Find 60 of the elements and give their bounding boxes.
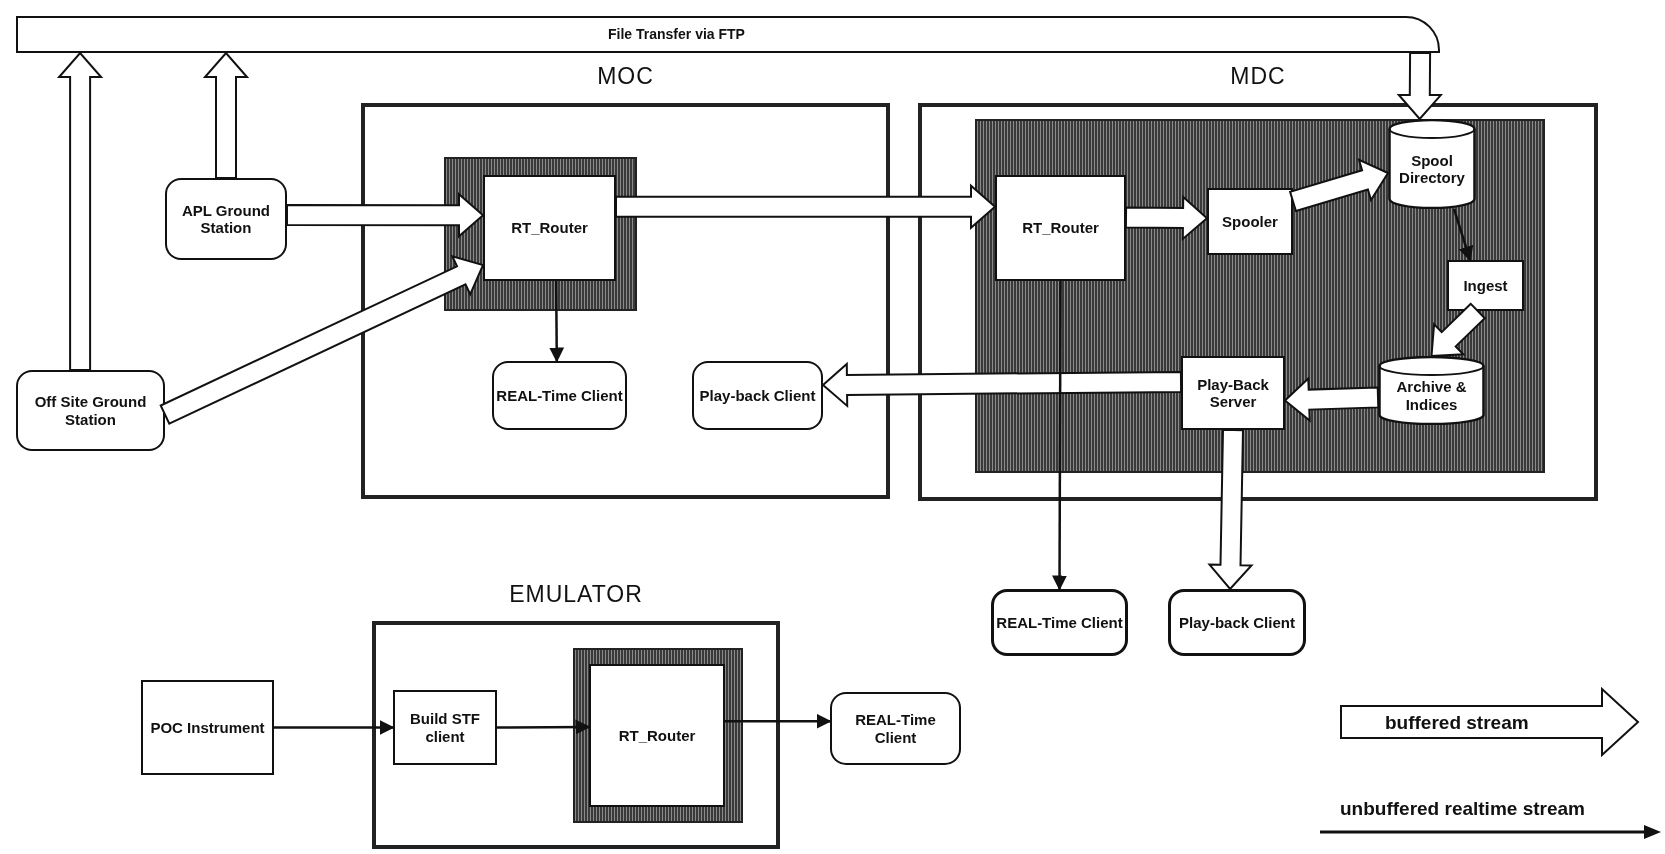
- buffered-stream-arrow: [159, 254, 485, 425]
- node-label: Play-back Client: [699, 386, 816, 405]
- realtime-stream-arrow: [274, 720, 395, 735]
- client-box: [165, 178, 287, 260]
- shaded-panel: [444, 157, 637, 311]
- client-box: [1168, 589, 1306, 656]
- node-label: REAL-Time Client: [854, 711, 937, 746]
- buffered-stream-arrow: [1288, 158, 1390, 213]
- buffered-stream-arrow: [1396, 51, 1443, 121]
- node-label: RT_Router: [1022, 219, 1099, 237]
- client-box: [16, 370, 165, 451]
- node-label: Play-back Client: [1179, 613, 1295, 632]
- shaded-panel: [573, 648, 743, 823]
- process-box: [1181, 356, 1285, 430]
- realtime-stream-arrow: [725, 713, 832, 729]
- buffered-stream-arrow: [1124, 194, 1209, 242]
- buffered-stream-arrow: [202, 51, 250, 179]
- legend-text: unbuffered realtime stream: [1340, 798, 1585, 820]
- legend-text: buffered stream: [1385, 712, 1529, 734]
- buffered-stream-arrow: [821, 361, 1183, 409]
- realtime-stream-arrow: [497, 719, 591, 735]
- buffered-stream-arrow: [1207, 428, 1254, 591]
- node-label: REAL-Time Client: [996, 613, 1123, 632]
- node-label: POC Instrument: [150, 718, 265, 737]
- process-box: [483, 175, 616, 281]
- buffered-stream-arrow: [1430, 302, 1487, 358]
- realtime-stream-arrow: [549, 281, 565, 363]
- process-box: [141, 680, 274, 775]
- node-label: File Transfer via FTP: [608, 26, 745, 43]
- client-box: [991, 589, 1128, 656]
- node-label: RT_Router: [511, 219, 588, 237]
- node-label: Ingest: [1463, 276, 1508, 295]
- client-box: [830, 692, 961, 765]
- buffered-stream-arrow: [615, 183, 997, 230]
- group-heading: MOC: [596, 63, 655, 90]
- buffered-stream-arrow: [1283, 376, 1380, 423]
- process-box: [393, 690, 497, 765]
- shaded-panel: [975, 119, 1545, 473]
- node-label: REAL-Time Client: [496, 386, 623, 405]
- process-box: [995, 175, 1126, 281]
- node-label: Build STF client: [409, 710, 481, 745]
- node-label: Play-Back Server: [1196, 375, 1270, 411]
- node-label: Spool Directory: [1398, 151, 1466, 187]
- buffered-stream-arrow: [56, 51, 104, 371]
- realtime-stream-arrow: [1452, 208, 1474, 262]
- process-box: [589, 664, 725, 807]
- node-label: Off Site Ground Station: [33, 393, 148, 428]
- buffered-stream-arrow: [286, 192, 485, 239]
- node-label: APL Ground Station: [180, 201, 272, 237]
- process-box: [1447, 260, 1524, 311]
- node-label: RT_Router: [618, 726, 696, 745]
- node-label: Spooler: [1222, 212, 1278, 231]
- node-label: Archive & Indices: [1395, 378, 1468, 413]
- process-box: [1207, 188, 1293, 255]
- client-box: [692, 361, 823, 430]
- group-heading: EMULATOR: [508, 581, 644, 608]
- client-box: [492, 361, 627, 430]
- group-heading: MDC: [1229, 63, 1287, 90]
- transfer-bus: [16, 16, 1440, 53]
- realtime-stream-arrow: [1052, 281, 1068, 591]
